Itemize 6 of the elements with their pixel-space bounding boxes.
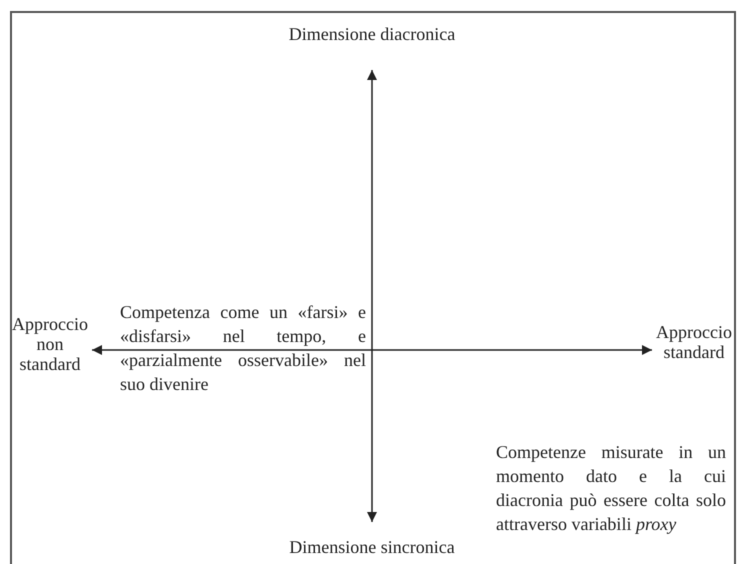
quadrant-note: Competenza come un «farsi» e «disfarsi» nel tempo, e «parzialmente osservabile» nel suo divenire [120,301,366,396]
axis-label: Dimensione diacronica [288,23,456,46]
axis-label: Dimensione sincronica [288,536,456,559]
axis-label: Approccio non standard [12,314,88,374]
quadrant-note: Competenze misurate in un momento dato e la cui diacronia può essere colta solo attraverso variabili proxy [496,441,726,536]
axis-label: Approccio standard [655,322,733,362]
